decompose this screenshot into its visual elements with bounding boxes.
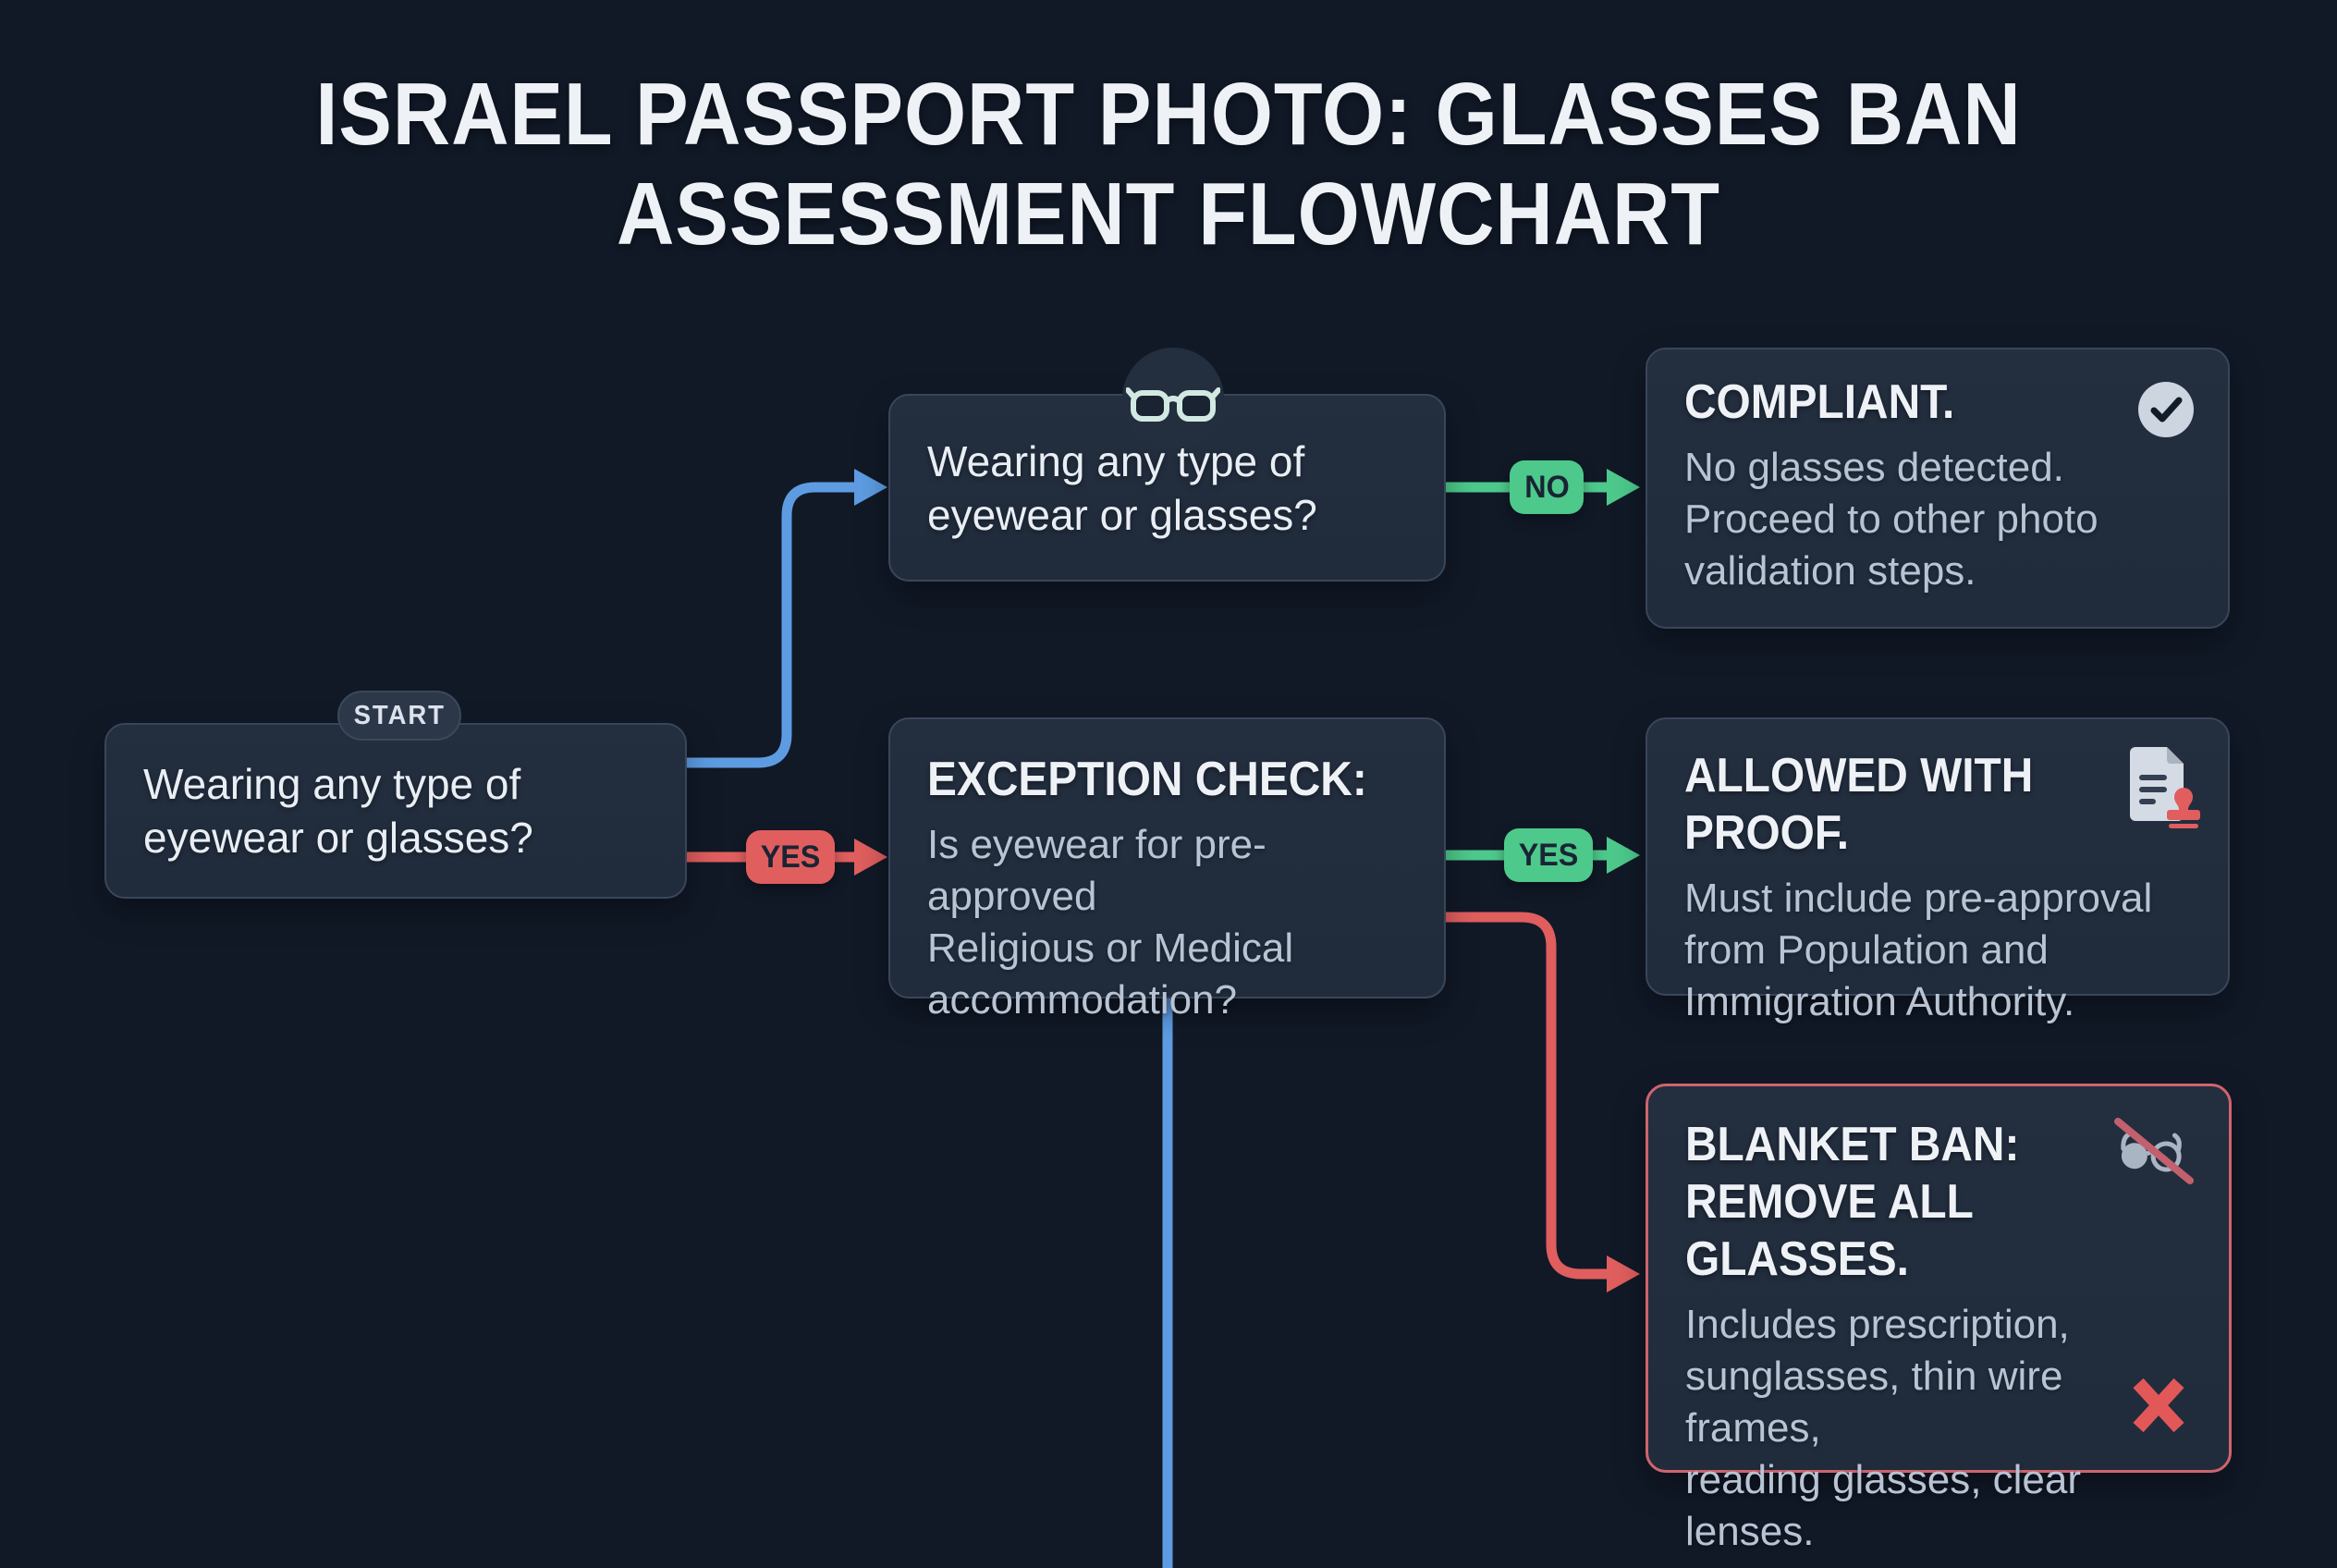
- edge-label-no-decision-to-compliant: NO: [1510, 460, 1584, 514]
- eyewear-decision-text: Wearing any type of eyewear or glasses?: [927, 436, 1317, 539]
- node-allowed-with-proof: ALLOWED WITH PROOF. Must include pre-app…: [1646, 717, 2230, 1024]
- edge-label-yes-exception-to-allowed: YES: [1504, 828, 1593, 882]
- ban-body: Includes prescription, sunglasses, thin …: [1685, 1302, 2082, 1554]
- compliant-title: COMPLIANT.: [1684, 375, 1955, 429]
- ban-footer: ALL PROHIBITED.: [1685, 1562, 2192, 1568]
- arrowhead-exception-to-allowed: [1607, 837, 1640, 874]
- page-title-line-1: ISRAEL PASSPORT PHOTO: GLASSES BAN: [315, 65, 2022, 164]
- allowed-body: Must include pre-approval from Populatio…: [1684, 876, 2153, 1024]
- allowed-title: ALLOWED WITH PROOF.: [1684, 749, 2034, 860]
- compliant-body: No glasses detected. Proceed to other ph…: [1684, 445, 2098, 594]
- arrowhead-exception-to-ban: [1607, 1256, 1640, 1292]
- edge-start-to-decision: [687, 482, 865, 768]
- edge-label-yes-start-to-exception: YES: [746, 830, 835, 884]
- document-stamp-icon: [2130, 747, 2200, 828]
- face-with-glasses-icon: [1126, 387, 1220, 422]
- no-glasses-icon: [2114, 1118, 2194, 1184]
- start-badge: START: [337, 691, 461, 741]
- page-title: ISRAEL PASSPORT PHOTO: GLASSES BAN ASSES…: [0, 65, 2337, 264]
- arrowhead-start-to-exception: [854, 839, 887, 876]
- exception-body: Is eyewear for pre-approved Religious or…: [927, 822, 1294, 1023]
- exception-title: EXCEPTION CHECK:: [927, 753, 1367, 806]
- node-eyewear-decision: Wearing any type of eyewear or glasses?: [888, 348, 1446, 582]
- start-badge-label: START: [353, 700, 446, 730]
- page-title-line-2: ASSESSMENT FLOWCHART: [617, 165, 1720, 263]
- node-exception-check: EXCEPTION CHECK: Is eyewear for pre-appr…: [888, 717, 1446, 1023]
- check-circle-icon: [2138, 382, 2194, 437]
- ban-title: BLANKET BAN: REMOVE ALL GLASSES.: [1685, 1118, 2020, 1286]
- x-mark-icon: [2133, 1378, 2184, 1433]
- node-compliant: COMPLIANT. No glasses detected. Proceed …: [1646, 348, 2230, 629]
- start-question-text: Wearing any type of eyewear or glasses?: [143, 760, 533, 862]
- arrowhead-start-to-decision: [854, 469, 887, 506]
- arrowhead-decision-to-compliant: [1607, 469, 1640, 506]
- node-blanket-ban: BLANKET BAN: REMOVE ALL GLASSES. Include…: [1646, 1084, 2232, 1568]
- edge-exception-to-ban: [1446, 912, 1618, 1280]
- node-start-question: Wearing any type of eyewear or glasses? …: [104, 691, 687, 899]
